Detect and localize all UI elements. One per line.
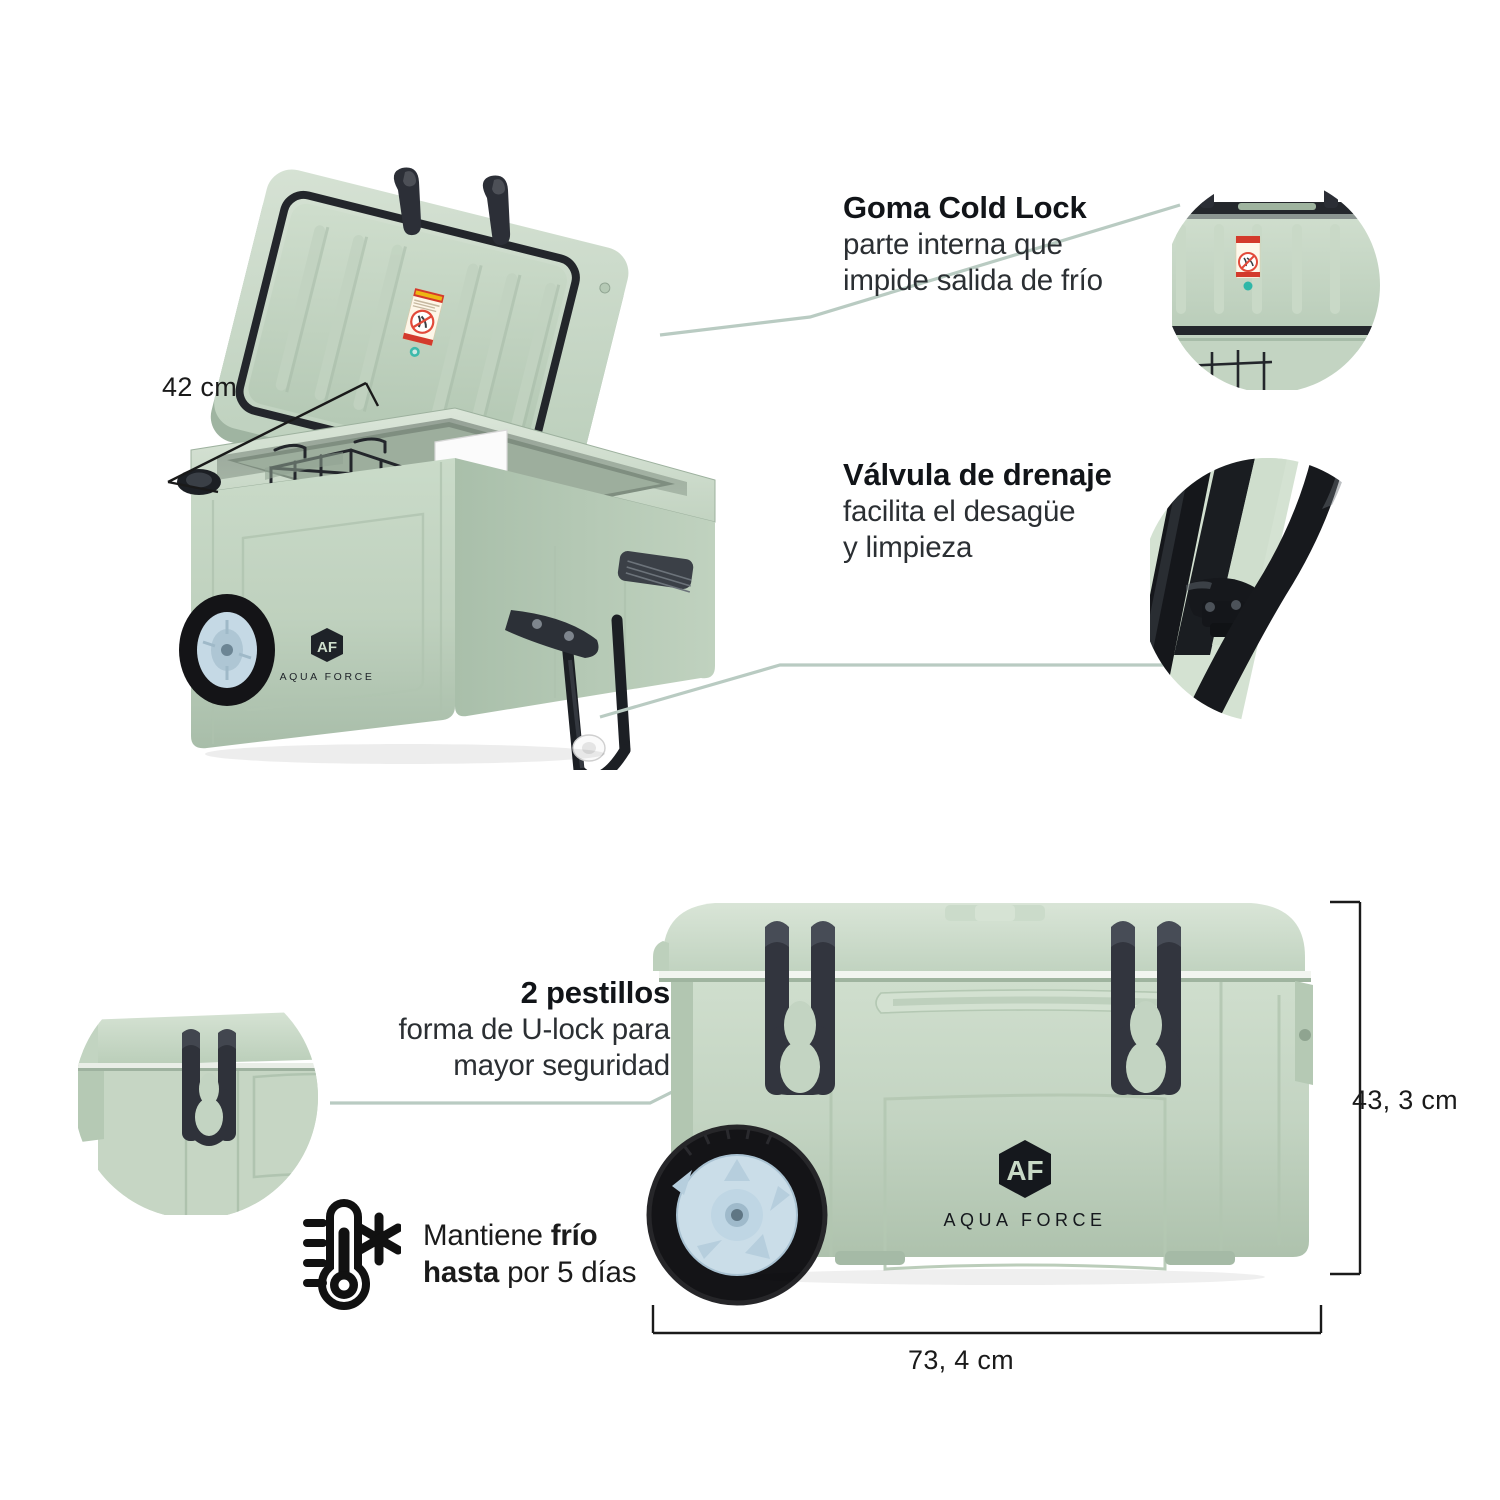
side-view-cooler-illustration: AF AQUA FORCE: [645, 885, 1325, 1335]
callout-title: 2 pestillos: [520, 975, 671, 1010]
callout-desc-line-1: facilita el desagüe: [843, 494, 1076, 528]
handle-mount: [505, 610, 599, 658]
side-grip: [617, 551, 694, 593]
warning-label: [402, 288, 445, 346]
callout-desc-line-1: forma de U-lock para: [398, 1012, 671, 1046]
cold-retention-feature: Mantiene frío hasta por 5 días: [283, 1195, 636, 1313]
wheel-left: [179, 594, 275, 706]
thermometer-snowflake-icon: [303, 1199, 401, 1310]
handle-bracket: [1295, 981, 1313, 1085]
latch-right: [1111, 921, 1181, 1095]
callout-goma-cold-lock: Goma Cold Lock parte interna que impide …: [843, 190, 1103, 299]
product-logo-small: AF AQUA FORCE: [280, 628, 375, 683]
dimension-label-width: 73, 4 cm: [908, 1345, 1014, 1375]
svg-text:AQUA FORCE: AQUA FORCE: [943, 1210, 1106, 1230]
drain-valve-fitting: [572, 734, 606, 762]
u-lock-latch: [182, 1029, 236, 1146]
drain-plug: [177, 469, 221, 495]
open-cooler-illustration: AF AQUA FORCE: [155, 150, 795, 770]
cold-text-line1-plain: Mantiene: [423, 1218, 551, 1252]
callout-desc-line-1: parte interna que: [843, 227, 1063, 261]
callout-desc-line-2: impide salida de frío: [843, 263, 1103, 297]
callout-dos-pestillos: 2 pestillos forma de U-lock para mayor s…: [330, 975, 671, 1084]
inset-goma-cold-lock: [1172, 180, 1500, 390]
svg-text:AF: AF: [1006, 1155, 1043, 1186]
wheel: [646, 1124, 828, 1306]
callout-desc-line-2: mayor seguridad: [453, 1048, 670, 1082]
inset-valvula-drenaje: [1150, 455, 1500, 725]
callout-desc-line-2: y limpieza: [843, 530, 973, 564]
svg-text:AQUA FORCE: AQUA FORCE: [280, 671, 375, 683]
inset-dos-pestillos: [78, 985, 363, 1215]
latch-left: [765, 921, 835, 1095]
dimension-label-depth: 42 cm: [162, 372, 238, 402]
cold-retention-text: Mantiene frío hasta por 5 días: [423, 1217, 636, 1291]
callout-title: Válvula de drenaje: [843, 457, 1112, 492]
lid-latch-straps: [393, 167, 511, 246]
product-logo-large: AF AQUA FORCE: [943, 1140, 1106, 1230]
dimension-label-height: 43, 3 cm: [1352, 1085, 1458, 1115]
cold-text-line2-bold: hasta: [423, 1256, 500, 1289]
cold-text-line1-bold: frío: [550, 1218, 598, 1252]
cold-text-line2-plain: por 5 días: [499, 1256, 637, 1289]
callout-valvula-drenaje: Válvula de drenaje facilita el desagüe y…: [843, 457, 1112, 566]
svg-text:AF: AF: [317, 639, 337, 656]
callout-title: Goma Cold Lock: [843, 190, 1087, 225]
